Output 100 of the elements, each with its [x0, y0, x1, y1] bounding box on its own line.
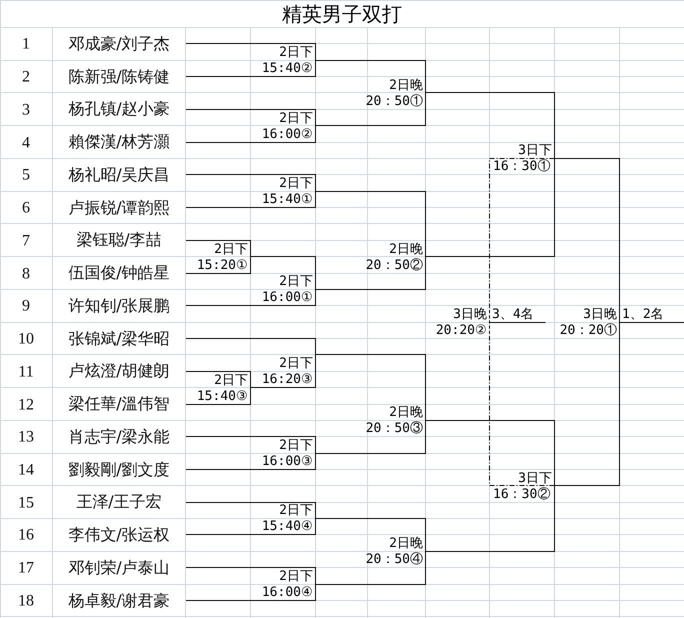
team-name: 杨卓毅/谢君豪: [68, 590, 170, 610]
draw-number: 13: [18, 428, 34, 445]
draw-number: 9: [22, 297, 30, 314]
match-day: 2日下: [279, 274, 313, 289]
bracket-line: [315, 273, 426, 290]
team-name: 王泽/王子宏: [76, 492, 162, 512]
match-day: 2日下: [279, 568, 313, 584]
match-day: 2日下: [279, 356, 313, 370]
match-day: 3日下: [518, 143, 552, 158]
draw-number: 2: [22, 68, 30, 85]
match-time: 20：50①: [366, 94, 423, 109]
team-name: 劉毅剛/劉文度: [68, 460, 170, 480]
bracket-line: [185, 305, 316, 306]
draw-number: 16: [18, 526, 34, 543]
match-day: 2日下: [214, 372, 248, 388]
match-day: 2日晚: [389, 78, 423, 92]
bracket-line: [185, 273, 251, 274]
bracket-line: [185, 338, 316, 355]
match-time: 15:40③: [196, 389, 248, 404]
match-time: 20：20①: [560, 323, 617, 338]
match-day: 2日下: [214, 242, 248, 256]
bracket-line: [425, 174, 555, 257]
dashed-bracket-line: [489, 158, 555, 306]
match-day: 2日下: [279, 176, 313, 190]
bracket-line: [185, 240, 251, 241]
match-day: 2日晚: [389, 405, 423, 420]
bracket-line: [185, 600, 316, 601]
team-name: 伍国俊/钟皓星: [68, 263, 170, 283]
match-day: 2日下: [279, 110, 313, 126]
draw-number: 11: [18, 363, 34, 380]
bracket-match: [368, 404, 426, 437]
team-name: 杨孔镇/赵小豪: [68, 99, 170, 119]
placing-label: 3、4名: [492, 306, 534, 322]
bracket-line: [185, 43, 316, 44]
team-name: 邓钊荣/卢泰山: [68, 558, 170, 578]
draw-number: 12: [18, 396, 34, 413]
bracket-line: [619, 322, 684, 323]
bracket-line: [554, 338, 620, 486]
bracket-line: [315, 436, 426, 454]
match-day: 2日晚: [389, 242, 423, 256]
dashed-bracket-line: [489, 338, 555, 486]
bracket-match: [562, 305, 620, 339]
bracket-line: [250, 387, 316, 388]
bracket-line: [185, 534, 316, 535]
match-time: 20：50②: [366, 258, 423, 273]
match-day: 2日晚: [389, 536, 423, 550]
team-name: 许知钊/张展鹏: [68, 296, 170, 316]
bracket-line: [185, 109, 316, 110]
team-name: 张锦斌/梁华昭: [68, 328, 170, 348]
bracket-line: [185, 567, 316, 568]
team-name: 邓成豪/刘子杰: [68, 34, 170, 54]
bracket-line: [185, 76, 316, 77]
team-name: 肖志宇/梁永能: [68, 427, 170, 447]
match-time: 16:00④: [262, 585, 313, 600]
bracket-match: [368, 240, 426, 274]
bracket-line: [315, 567, 426, 585]
bracket-line: [425, 420, 555, 470]
bracket-line: [185, 469, 316, 470]
match-time: 16:20③: [262, 372, 313, 387]
title: 精英男子双打: [282, 2, 402, 26]
bracket-line: [185, 404, 251, 405]
bracket-line: [554, 158, 620, 306]
bracket-match: [368, 76, 426, 110]
match-time: 16:00②: [262, 127, 313, 142]
team-name: 卢振锐/谭韵熙: [68, 198, 170, 218]
match-time: 20：50③: [366, 421, 423, 436]
draw-number: 1: [22, 35, 30, 52]
bracket-line: [489, 322, 546, 323]
match-time: 15:20①: [196, 258, 248, 273]
match-time: 15:40④: [262, 519, 313, 534]
match-time: 16:00③: [262, 454, 313, 469]
bracket-line: [315, 518, 426, 535]
draw-number: 17: [18, 559, 34, 576]
bracket-line: [185, 371, 251, 372]
bracket-line: [425, 92, 555, 143]
bracket-line: [425, 502, 555, 552]
match-time: 15:40②: [262, 61, 313, 76]
match-time: 16：30②: [493, 487, 550, 502]
match-time: 15:40①: [262, 192, 313, 207]
draw-number: 14: [18, 461, 34, 478]
team-name: 梁钰聪/李喆: [76, 230, 162, 250]
team-name: 陈新强/陈铸健: [68, 66, 170, 86]
bracket-line: [315, 191, 426, 241]
draw-number: 5: [22, 166, 30, 183]
team-name: 杨礼昭/吴庆昌: [68, 165, 170, 185]
bracket-line: [315, 354, 426, 405]
match-day: 3日晚: [453, 306, 487, 322]
draw-number: 4: [22, 134, 30, 151]
bracket-line: [185, 207, 316, 208]
bracket-line: [185, 502, 316, 503]
team-name: 卢炫澄/胡健朗: [68, 361, 170, 381]
bracket-line: [185, 436, 316, 437]
bracket-line: [315, 109, 426, 126]
placing-label: 1、2名: [622, 306, 664, 322]
match-day: 2日下: [279, 503, 313, 518]
bracket-match: [368, 534, 426, 568]
bracket-line: [250, 256, 316, 274]
draw-number: 8: [22, 265, 30, 282]
match-day: 2日下: [279, 438, 313, 452]
match-time: 20:20②: [436, 323, 487, 338]
